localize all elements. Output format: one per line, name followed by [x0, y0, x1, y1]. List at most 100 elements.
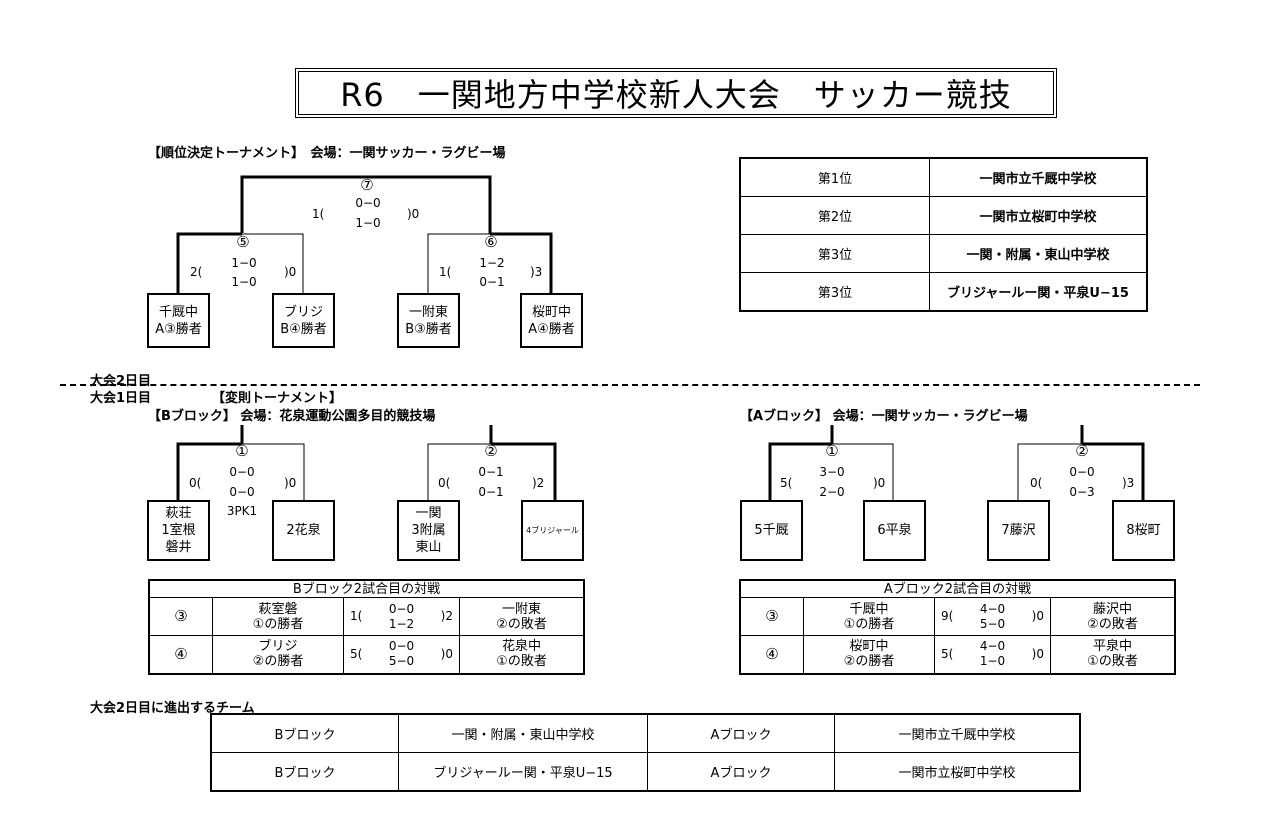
team-line: 8桜町: [1126, 523, 1161, 538]
section-divider: [60, 384, 1200, 386]
ablock-m1-right-total: )0: [873, 476, 886, 490]
first-half-score: 4−0: [979, 601, 1006, 616]
team-line: ①の敗者: [1087, 654, 1138, 670]
table-row: 第1位 一関市立千厩中学校: [739, 157, 1148, 197]
team-line: 藤沢中: [1092, 601, 1132, 617]
match-number-cell: ④: [148, 635, 213, 674]
ranking-team-box: ブリジ B④勝者: [272, 293, 335, 348]
table-header: Bブロック2試合目の対戦: [148, 579, 585, 598]
result-team-cell: 一関・附属・東山中学校: [929, 234, 1148, 273]
final-match-number: ⑦: [360, 176, 374, 194]
ablock-m2-number: ②: [1075, 442, 1089, 460]
ablock-m1-left-total: 5(: [780, 476, 793, 490]
advancing-team-cell: 一関・附属・東山中学校: [398, 713, 648, 753]
semi-right-match-number: ⑥: [484, 233, 498, 251]
rank-cell: 第2位: [739, 196, 930, 235]
team-line: 萩荘: [165, 506, 192, 521]
bblock-m2-right-total: )2: [532, 476, 545, 490]
block-label-cell: Aブロック: [647, 752, 835, 792]
table-row: 第3位 一関・附属・東山中学校: [739, 234, 1148, 273]
block-label-cell: Bブロック: [210, 713, 399, 753]
right-total: )0: [440, 646, 453, 661]
team-line: B④勝者: [280, 321, 327, 337]
table-row: Bブロック 一関・附属・東山中学校 Aブロック 一関市立千厩中学校: [210, 713, 1081, 753]
second-half-score: 1−2: [388, 616, 415, 631]
match-number-cell: ③: [739, 597, 804, 636]
ranking-team-box: 一附東 B③勝者: [397, 293, 460, 348]
bblock-m2-score-first-half: 0−1: [478, 465, 504, 479]
left-total: 5(: [350, 646, 363, 661]
page-title: R6 一関地方中学校新人大会 サッカー競技: [295, 68, 1057, 118]
advancing-teams-table: Bブロック 一関・附属・東山中学校 Aブロック 一関市立千厩中学校 Bブロック …: [210, 713, 1081, 792]
first-half-score: 0−0: [388, 639, 415, 654]
team-line: B③勝者: [405, 321, 452, 337]
ablock-m1-number: ①: [825, 442, 839, 460]
semi-left-score-first-half: 1−0: [231, 256, 257, 270]
team-line: 萩室磐: [258, 601, 298, 617]
bblock-team-box: 2花泉: [272, 500, 335, 561]
team-line: 磐井: [165, 540, 192, 555]
advancing-team-cell: ブリジャールー関・平泉U−15: [398, 752, 648, 792]
ablock-m2-right-total: )3: [1122, 476, 1135, 490]
second-half-score: 1−0: [979, 654, 1006, 669]
second-half-score: 5−0: [388, 654, 415, 669]
semi-left-match-number: ⑤: [236, 233, 250, 251]
table-row: Aブロック2試合目の対戦: [739, 579, 1176, 598]
ablock-team-box: 6平泉: [863, 500, 926, 561]
semi-right-right-total: )3: [530, 265, 543, 279]
bblock-m1-left-total: 0(: [189, 476, 202, 490]
final-right-total: )0: [407, 207, 420, 221]
table-row: 第2位 一関市立桜町中学校: [739, 196, 1148, 235]
bblock-heading: 【Bブロック】 会場：花泉運動公園多目的競技場: [148, 409, 436, 424]
right-total: )2: [440, 609, 453, 623]
table-row: 第3位 ブリジャールー関・平泉U−15: [739, 272, 1148, 312]
irregular-tournament-label: 【変則トーナメント】: [212, 391, 343, 406]
bblock-team-box: 4ブリジャール: [521, 500, 584, 561]
bblock-m1-number: ①: [235, 442, 249, 460]
team-line: ブリジ: [283, 304, 323, 320]
team-line: 桜町中: [531, 304, 571, 320]
ablock-m2-left-total: 0(: [1030, 476, 1043, 490]
semi-left-right-total: )0: [284, 265, 297, 279]
advancing-team-cell: 一関市立桜町中学校: [834, 752, 1081, 792]
team-line: 1室根: [161, 523, 196, 538]
block-label-cell: Bブロック: [210, 752, 399, 792]
team-line: 5千厩: [754, 523, 789, 538]
ranking-team-box: 桜町中 A④勝者: [520, 293, 583, 348]
ablock-m2-score-second-half: 0−3: [1069, 485, 1095, 499]
ablock-team-box: 8桜町: [1112, 500, 1175, 561]
semi-right-left-total: 1(: [439, 265, 452, 279]
team-line: ②の勝者: [843, 654, 895, 670]
team-line: 東山: [415, 540, 442, 555]
team-line: ②の敗者: [1087, 616, 1138, 632]
bblock-m1-right-total: )0: [284, 476, 297, 490]
team-line: 花泉中: [501, 639, 541, 655]
table-header: Aブロック2試合目の対戦: [739, 579, 1176, 598]
team-line: 千厩中: [158, 304, 198, 320]
team-line: 千厩中: [849, 601, 889, 617]
team-line: 4ブリジャール: [526, 526, 579, 535]
advance-heading: 大会2日目に進出するチーム: [90, 701, 255, 716]
ablock-team-box: 5千厩: [740, 500, 803, 561]
team-line: 桜町中: [849, 639, 889, 655]
table-row: Bブロック ブリジャールー関・平泉U−15 Aブロック 一関市立桜町中学校: [210, 752, 1081, 792]
ablock-m1-score-second-half: 2−0: [819, 485, 845, 499]
rank-cell: 第1位: [739, 157, 930, 197]
team-line: ブリジ: [258, 639, 298, 655]
advancing-team-cell: 一関市立千厩中学校: [834, 713, 1081, 753]
result-team-cell: 一関市立千厩中学校: [929, 157, 1148, 197]
bblock-team-box: 一関 3附属 東山: [397, 500, 460, 561]
bblock-m1-score-first-half: 0−0: [229, 465, 255, 479]
table-row: Bブロック2試合目の対戦: [148, 579, 585, 598]
team-line: A③勝者: [155, 321, 202, 337]
final-score-second-half: 1−0: [355, 216, 381, 230]
team-line: ①の勝者: [252, 616, 304, 632]
team-line: ②の敗者: [496, 616, 547, 632]
team-line: 7藤沢: [1001, 523, 1036, 538]
